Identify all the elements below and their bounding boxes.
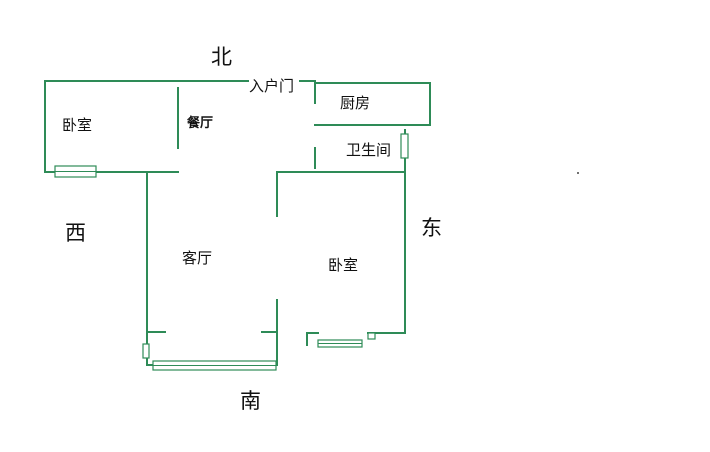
bathroom-window [400, 133, 409, 159]
compass-north: 北 [211, 45, 232, 69]
living-west-door-stub [142, 343, 150, 359]
room-label-living: 客厅 [182, 249, 212, 267]
east-wall [367, 129, 406, 334]
stray-mark [577, 172, 579, 174]
compass-east: 东 [421, 216, 442, 240]
east-bedroom-corner-stub [367, 332, 376, 340]
west-bedroom-wall [44, 80, 179, 173]
kitchen-outer-wall [314, 82, 431, 126]
compass-south: 南 [240, 389, 261, 413]
room-label-bedroom-west: 卧室 [62, 116, 92, 134]
walls [44, 80, 579, 366]
windows [54, 133, 409, 371]
compass-west: 西 [65, 221, 86, 245]
room-label-bathroom: 卫生间 [346, 141, 391, 159]
room-label-dining: 餐厅 [186, 115, 213, 131]
room-label-entrance: 入户门 [249, 77, 294, 95]
room-label-bedroom-east: 卧室 [328, 256, 358, 274]
room-label-kitchen: 厨房 [340, 94, 370, 112]
north-wall-east [299, 80, 316, 104]
